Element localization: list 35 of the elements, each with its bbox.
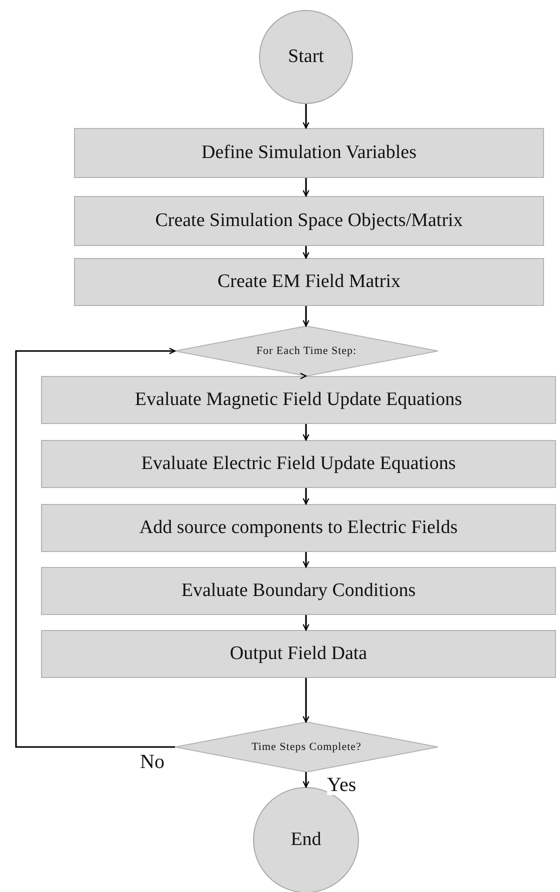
arrow (302, 178, 310, 197)
decision-label: For Each Time Step: (256, 345, 357, 357)
arrow (302, 246, 310, 259)
process-box (41, 440, 556, 488)
process-box (41, 376, 556, 424)
step-label: Add source components to Electric Fields (139, 517, 458, 539)
step-label: Create EM Field Matrix (217, 271, 401, 293)
arrow (302, 772, 310, 788)
step-label: End (290, 829, 322, 851)
step-label: Start (288, 46, 324, 68)
arrow (302, 488, 310, 505)
process-box (74, 258, 544, 306)
decision-label: Time Steps Complete? (252, 741, 362, 753)
process-box (41, 630, 556, 678)
step-label: Evaluate Magnetic Field Update Equations (134, 389, 462, 411)
arrow (302, 104, 310, 129)
arrow (302, 678, 310, 723)
step-label: Evaluate Boundary Conditions (181, 580, 416, 602)
step-label: Create Simulation Space Objects/Matrix (155, 210, 463, 232)
step-label: Output Field Data (230, 643, 368, 665)
process-box (74, 196, 544, 246)
decision-diamond (175, 722, 438, 772)
process-box (74, 128, 544, 178)
process-box (41, 504, 556, 552)
arrow (302, 615, 310, 631)
edge-label: Yes (327, 775, 356, 795)
arrow (15, 348, 176, 748)
process-box (41, 567, 556, 615)
arrow (302, 552, 310, 568)
step-label: Define Simulation Variables (202, 142, 416, 164)
decision-diamond (175, 326, 438, 376)
step-label: Evaluate Electric Field Update Equations (141, 453, 456, 475)
arrow (302, 424, 310, 441)
arrow (300, 372, 308, 380)
arrow (302, 306, 310, 327)
